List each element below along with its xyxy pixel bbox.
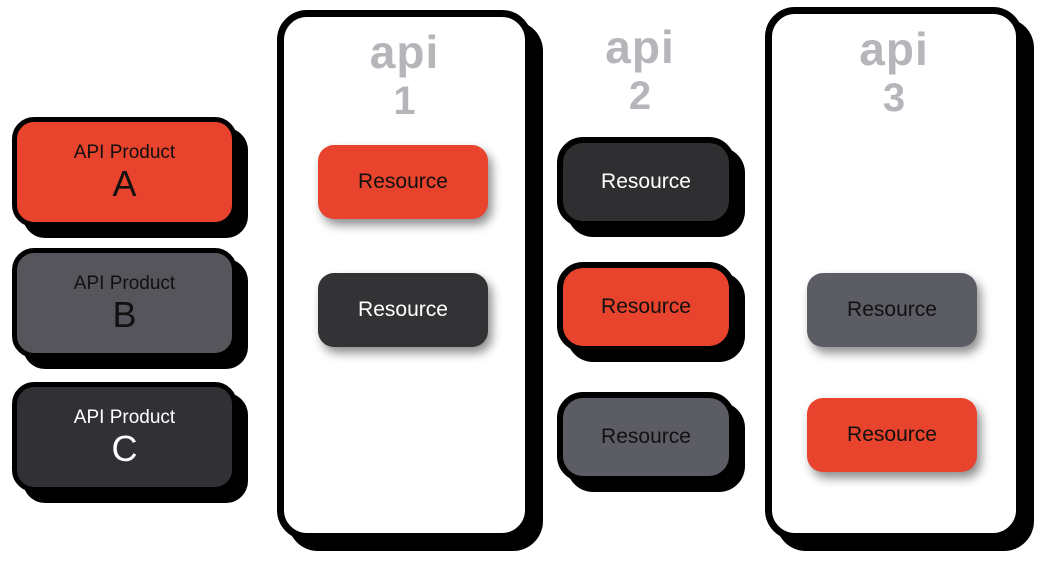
api2-resource-2: Resource: [557, 262, 735, 352]
api3-resource-1: Resource: [807, 273, 977, 347]
api-proxy-1-label: api 1: [284, 17, 525, 125]
api-product-b-name: API Product: [73, 272, 176, 294]
api-product-c-box: API Product C: [12, 382, 237, 492]
api-product-a-letter: A: [112, 162, 137, 204]
api2-resource-3: Resource: [557, 392, 735, 482]
api-product-c-name: API Product: [73, 406, 176, 428]
api-proxy-2-number: 2: [628, 74, 652, 118]
api-proxy-1-container: api 1 Resource Resource: [277, 10, 532, 540]
api-product-a-name: API Product: [73, 141, 176, 163]
api-proxy-3-word: api: [859, 23, 929, 75]
api1-resource-2: Resource: [318, 273, 488, 347]
api-proxy-3-container: api 3 Resource Resource: [765, 7, 1023, 540]
api-product-c-letter: C: [111, 427, 138, 469]
api-product-a-box: API Product A: [12, 117, 237, 227]
api1-resource-1: Resource: [318, 145, 488, 219]
api-proxy-2-label: api 2: [558, 12, 722, 120]
api-proxy-1-number: 1: [393, 79, 416, 123]
api-product-b-letter: B: [112, 293, 137, 335]
api-proxy-2-word: api: [605, 21, 675, 73]
api-product-b-box: API Product B: [12, 248, 237, 358]
api-proxy-3-number: 3: [882, 76, 906, 120]
api-proxy-1-word: api: [369, 26, 440, 78]
api3-resource-2: Resource: [807, 398, 977, 472]
api2-resource-1: Resource: [557, 137, 735, 227]
api-proxy-3-label: api 3: [772, 14, 1016, 122]
